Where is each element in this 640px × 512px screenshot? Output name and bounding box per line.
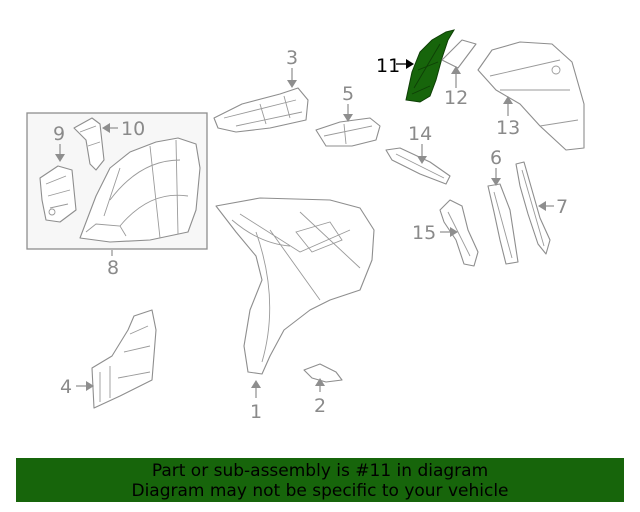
part-5[interactable] — [315, 117, 381, 147]
callout-11: 11 — [376, 55, 400, 77]
callout-8: 8 — [107, 257, 119, 279]
callout-10: 10 — [121, 118, 145, 140]
callout-2: 2 — [314, 395, 326, 417]
callout-13: 13 — [496, 117, 520, 139]
callout-1: 1 — [250, 401, 262, 423]
part-6[interactable] — [487, 183, 519, 265]
part-10[interactable] — [73, 117, 105, 171]
callout-15: 15 — [412, 222, 436, 244]
callout-9: 9 — [53, 123, 65, 145]
callout-4: 4 — [60, 376, 72, 398]
banner-line-1: Part or sub-assembly is #11 in diagram — [151, 461, 489, 481]
leader-lines — [55, 59, 554, 398]
part-13[interactable] — [477, 41, 585, 151]
info-banner: Part or sub-assembly is #11 in diagram D… — [16, 458, 624, 502]
part-3[interactable] — [213, 87, 309, 133]
part-2[interactable] — [303, 363, 343, 383]
part-11[interactable] — [405, 29, 456, 103]
part-8[interactable] — [79, 137, 201, 243]
callout-5: 5 — [342, 83, 354, 105]
parts-diagram: 3 5 9 10 11 12 13 14 6 7 15 8 4 1 2 — [26, 29, 585, 423]
part-1[interactable] — [215, 197, 375, 375]
callout-14: 14 — [408, 123, 432, 145]
callout-6: 6 — [490, 147, 502, 169]
callout-labels: 3 5 9 10 11 12 13 14 6 7 15 8 4 1 2 — [53, 47, 568, 423]
callout-3: 3 — [286, 47, 298, 69]
part-9[interactable] — [39, 165, 77, 223]
part-14[interactable] — [385, 147, 451, 185]
part-4[interactable] — [91, 309, 157, 409]
banner-line-2: Diagram may not be specific to your vehi… — [131, 481, 509, 501]
part-15[interactable] — [439, 199, 479, 267]
callout-12: 12 — [444, 87, 468, 109]
part-7[interactable] — [515, 161, 551, 255]
part-12[interactable] — [441, 39, 477, 69]
callout-7: 7 — [556, 196, 568, 218]
